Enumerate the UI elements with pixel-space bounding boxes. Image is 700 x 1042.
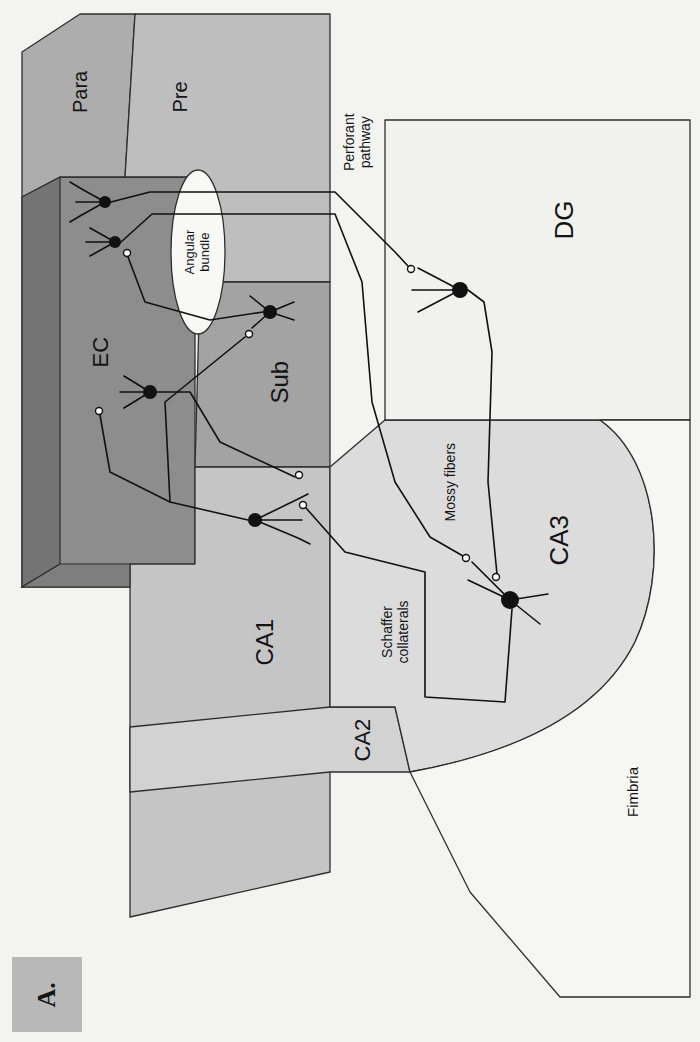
region-name: A.: [32, 982, 62, 1007]
region-outline: [125, 14, 330, 282]
region-name: EC: [88, 337, 113, 368]
angular-bundle-tract: Angular bundle: [171, 170, 225, 334]
region-name: Para: [69, 71, 92, 113]
neuron-soma: [109, 236, 121, 248]
pathway-label: Schaffer collaterals: [379, 600, 411, 663]
synapse-terminal: [408, 266, 415, 273]
region-outline: [171, 170, 225, 334]
region-outline: [130, 467, 330, 917]
text-holder: DG: [550, 201, 580, 240]
region-outline: [385, 120, 690, 420]
cortex-bevel: [22, 564, 130, 587]
ca3-field: CA3: [330, 420, 670, 772]
region-name: Fimbria: [624, 767, 641, 817]
ca1-field: CA1: [130, 467, 330, 917]
region-outline: [410, 420, 690, 997]
text-holder: CA2: [350, 719, 375, 762]
label-holder: Schaffer collaterals: [379, 600, 411, 663]
presubiculum-region: Pre: [125, 14, 330, 282]
region-shape: [125, 14, 330, 282]
synapse-terminal: [124, 250, 131, 257]
region-name: Pre: [169, 81, 192, 112]
region-shape: [130, 467, 330, 917]
region-outline: [195, 282, 330, 467]
ca2-field: CA2: [130, 707, 410, 792]
region-name: Angular bundle: [183, 230, 213, 275]
synapse-terminal: [296, 472, 303, 479]
synapse-terminal: [96, 408, 103, 415]
region-outline: [130, 707, 410, 792]
region-name: Sub: [266, 361, 294, 404]
text-holder: EC: [88, 337, 113, 368]
dentate-gyrus-region: DG: [385, 120, 690, 420]
entorhinal-cortex-region: EC: [22, 177, 195, 587]
neuron-soma: [99, 196, 111, 208]
subiculum-region: Sub: [195, 282, 330, 467]
label-holder: Perforant pathway: [341, 113, 373, 171]
pathway-label: Mossy fibers: [442, 443, 458, 522]
text-holder: Angular bundle: [183, 230, 213, 275]
region-shape: [195, 282, 330, 467]
region-outline: [12, 957, 82, 1032]
region-name: DG: [550, 201, 580, 240]
region-shape: [330, 420, 670, 772]
cortex-bevel: [22, 177, 60, 587]
region-shape: [385, 120, 690, 420]
text-holder: CA1: [251, 619, 279, 666]
neuron-soma: [452, 282, 468, 298]
pathway-label: Perforant pathway: [341, 113, 373, 171]
synapse-terminal: [463, 555, 470, 562]
region-outline: [22, 14, 135, 197]
neuron-soma: [501, 591, 519, 609]
neuron-soma: [248, 513, 262, 527]
label-holder: Mossy fibers: [442, 443, 458, 522]
synapse-terminal: [300, 502, 307, 509]
text-holder: CA3: [545, 515, 575, 566]
neuron-soma: [263, 305, 277, 319]
region-name: CA2: [350, 719, 375, 762]
synapse-terminal: [493, 574, 500, 581]
panel-letter-box: A.: [12, 957, 82, 1032]
region-outline: [22, 177, 195, 587]
text-holder: A.: [32, 982, 62, 1007]
text-holder: Fimbria: [624, 767, 641, 817]
region-name: CA1: [251, 619, 279, 666]
neuron-soma: [143, 385, 157, 399]
text-holder: Para: [69, 71, 92, 113]
text-holder: Sub: [266, 361, 294, 404]
region-shape: [22, 177, 195, 587]
parasubiculum-region: Para: [22, 14, 135, 197]
region-name: CA3: [545, 515, 575, 566]
synapse-terminal: [246, 331, 253, 338]
text-holder: Pre: [169, 81, 192, 112]
